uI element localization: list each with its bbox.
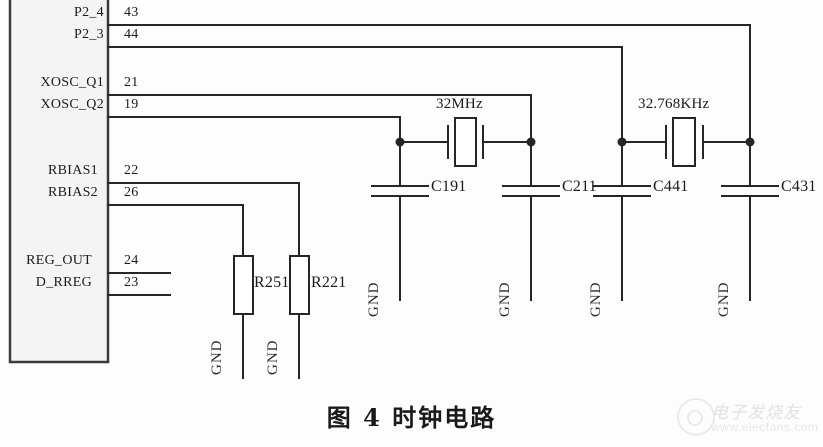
pin-number-19: 19 bbox=[124, 97, 139, 112]
capacitor-c431 bbox=[721, 141, 779, 301]
gnd-label-c431: GND bbox=[716, 281, 732, 318]
pin-lead-44 bbox=[107, 46, 623, 143]
capacitor-label-c191: C191 bbox=[431, 178, 467, 195]
crystal-32768khz bbox=[621, 117, 751, 167]
pin-label-rbias2: RBIAS2 bbox=[47, 185, 98, 200]
pin-lead-26 bbox=[107, 204, 244, 259]
pin-lead-19 bbox=[107, 116, 401, 143]
pin-lead-43 bbox=[107, 24, 751, 143]
capacitor-label-c431: C431 bbox=[781, 178, 817, 195]
capacitor-label-c211: C211 bbox=[562, 178, 597, 195]
pin-lead-21 bbox=[107, 94, 532, 143]
resistor-r221 bbox=[289, 255, 310, 379]
pin-label-p2-3: P2_3 bbox=[74, 27, 104, 42]
resistor-r251 bbox=[233, 255, 254, 379]
pin-number-23: 23 bbox=[124, 275, 139, 290]
pin-label-p2-4: P2_4 bbox=[74, 5, 104, 20]
pin-number-22: 22 bbox=[124, 163, 139, 178]
pin-number-26: 26 bbox=[124, 185, 139, 200]
capacitor-label-c441: C441 bbox=[653, 178, 689, 195]
figure-caption: 图 4 时钟电路 bbox=[326, 403, 497, 432]
pin-label-rbias1: RBIAS1 bbox=[47, 163, 98, 178]
pin-number-24: 24 bbox=[124, 253, 139, 268]
capacitor-c191 bbox=[371, 141, 429, 301]
pin-label-xosc-q2: XOSC_Q2 bbox=[40, 97, 104, 112]
pin-lead-22 bbox=[107, 182, 300, 259]
mcu-chip-outline bbox=[8, 0, 110, 364]
gnd-label-r251: GND bbox=[209, 339, 225, 376]
gnd-label-c211: GND bbox=[497, 281, 513, 318]
crystal-32mhz bbox=[399, 117, 532, 167]
resistor-label-r221: R221 bbox=[311, 274, 347, 291]
gnd-label-c441: GND bbox=[588, 281, 604, 318]
pin-label-reg-out: REG_OUT bbox=[26, 253, 92, 268]
pin-number-44: 44 bbox=[124, 27, 139, 42]
capacitor-c441 bbox=[593, 141, 651, 301]
crystal-label-32768khz: 32.768KHz bbox=[638, 96, 710, 112]
crystal-label-32mhz: 32MHz bbox=[436, 96, 483, 112]
pin-number-21: 21 bbox=[124, 75, 139, 90]
gnd-label-r221: GND bbox=[265, 339, 281, 376]
pin-label-d-rreg: D_RREG bbox=[35, 275, 92, 290]
pin-label-xosc-q1: XOSC_Q1 bbox=[40, 75, 104, 90]
resistor-label-r251: R251 bbox=[254, 274, 290, 291]
junction-dots bbox=[395, 137, 755, 147]
capacitor-c211 bbox=[502, 141, 560, 301]
gnd-label-c191: GND bbox=[366, 281, 382, 318]
pin-number-43: 43 bbox=[124, 5, 139, 20]
